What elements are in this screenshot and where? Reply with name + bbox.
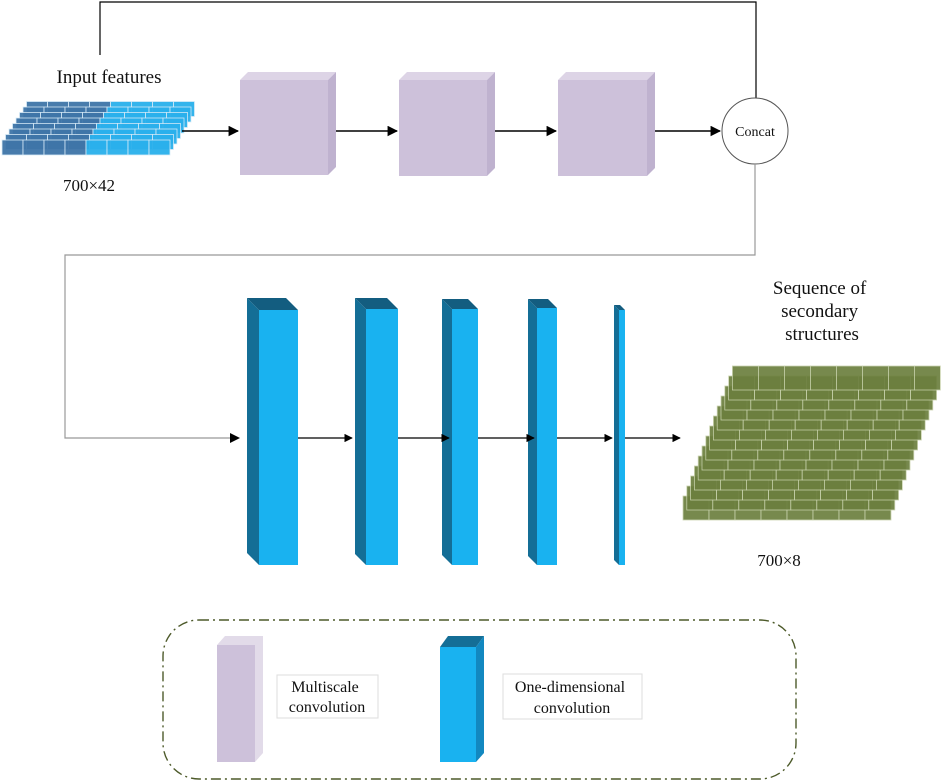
conv1d-layer-5 [614,305,625,565]
input-cell [106,139,129,156]
multiscale-blocks [240,72,655,176]
legend-multiscale-line-2: convolution [289,699,365,716]
conv1d-layer-2 [355,298,398,565]
conv1d-layer-4 [528,299,557,565]
input-cell [148,139,171,156]
output-label: Sequence of secondary structures [773,278,871,345]
input-cell [1,139,24,156]
input-cell [85,139,108,156]
multiscale-block-1 [240,72,336,175]
legend-multiscale-label: Multiscale convolution [289,679,365,716]
legend-conv1d-swatch [440,636,484,762]
input-cell [43,139,66,156]
multiscale-block-2 [399,72,495,176]
concat-to-conv-line [64,164,756,439]
input-cell [127,139,150,156]
legend-conv1d-line-2: convolution [534,700,610,717]
input-features-label: Input features [57,67,162,88]
conv1d-layers [247,298,625,565]
output-layer [732,365,941,391]
input-cell [64,139,87,156]
legend-conv1d-line-1: One-dimensional [515,679,626,696]
concat-to-conv-arrowhead [230,433,240,443]
legend-multiscale-line-1: Multiscale [291,679,359,696]
conv1d-layer-3 [442,299,478,565]
legend-conv1d-label-box [502,673,643,720]
conv1d-layer-1 [247,298,298,565]
input-features-stack [1,101,195,156]
output-sequence-stack [682,365,941,521]
legend-multiscale-label-box [276,674,379,719]
legend-box [162,619,797,780]
output-label-line-2: secondary [781,301,859,322]
input-cell [22,139,45,156]
legend-conv1d-label: One-dimensional convolution [515,679,629,717]
output-dims-label: 700×8 [757,551,801,570]
output-label-line-1: Sequence of [773,278,867,299]
legend-multiscale-swatch [217,636,263,762]
input-dims-label: 700×42 [63,176,115,195]
multiscale-block-3 [558,72,655,176]
skip-connection-line [99,1,761,114]
concat-label: Concat [735,125,775,140]
output-label-line-3: structures [785,324,859,345]
